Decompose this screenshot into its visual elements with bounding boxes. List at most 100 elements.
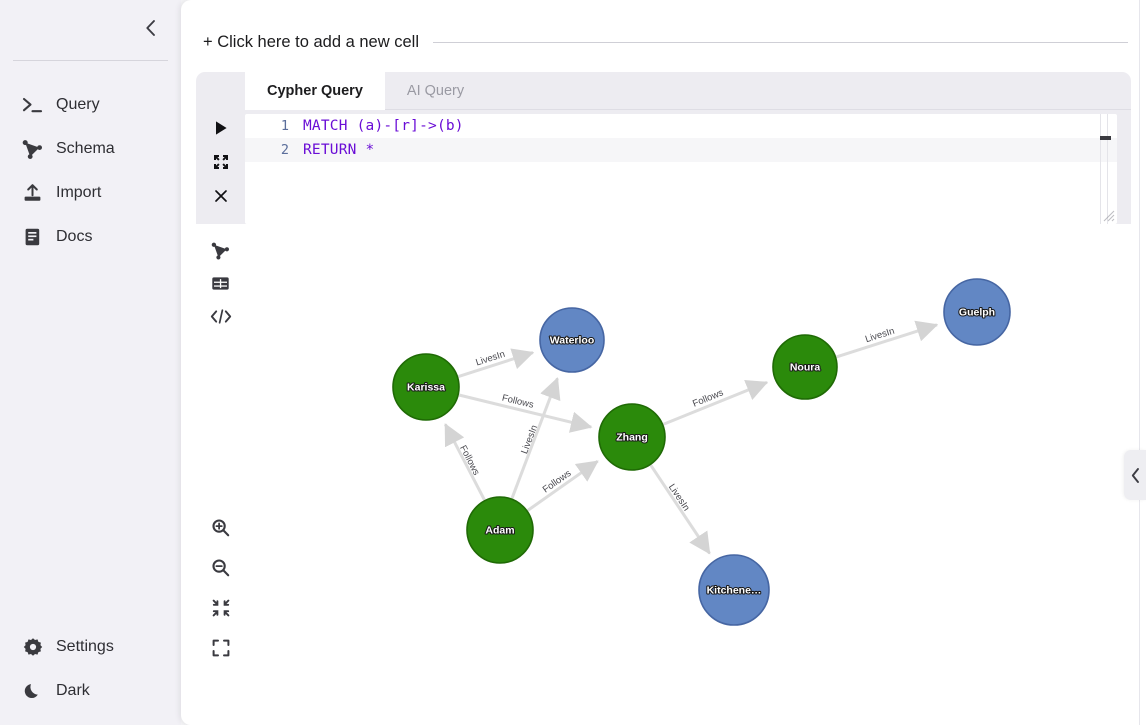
zoom-fit-button[interactable] [208,591,234,624]
code-editor[interactable]: 1 MATCH (a)-[r]->(b) 2 RETURN * [245,114,1117,224]
code-text: MATCH (a)-[r]->(b) [303,118,464,134]
graph-node-label: Adam [485,525,514,537]
graph-edge[interactable] [662,379,769,426]
graph-nodes-icon [22,139,43,160]
code-brackets-icon [210,309,231,324]
sidebar-item-label: Settings [56,638,114,655]
graph-node[interactable]: Noura [772,334,838,400]
graph-edge[interactable] [457,348,535,379]
graph-edge-label: Follows [457,444,482,478]
code-text: RETURN * [303,142,375,158]
table-icon [212,277,229,290]
gear-icon [22,637,43,658]
graph-node[interactable]: Kitchene… [698,554,770,626]
magnifier-plus-icon [212,519,230,537]
sidebar-nav: Query Schema [0,61,181,259]
code-line: 1 MATCH (a)-[r]->(b) [245,114,1117,138]
graph-edge[interactable] [443,423,486,501]
editor-scrollbar-thumb[interactable] [1100,136,1111,140]
notebook-cell: Cypher Query AI Query [196,72,1131,712]
graph-node-label: Noura [790,362,820,374]
graph-node-label: Waterloo [550,335,595,347]
tab-ai-query[interactable]: AI Query [384,72,487,110]
line-number: 2 [280,142,289,158]
sidebar-collapse-row [0,0,181,55]
sidebar-item-import[interactable]: Import [0,171,181,215]
run-query-button[interactable] [209,117,233,139]
magnifier-minus-icon [212,559,230,577]
right-panel-rail [1139,0,1146,725]
graph-node[interactable]: Guelph [943,278,1011,346]
zoom-toolbar [196,511,245,664]
graph-edge[interactable] [458,393,593,433]
sidebar-item-docs[interactable]: Docs [0,215,181,259]
right-panel-collapse-button[interactable] [1124,450,1146,500]
sidebar-divider [13,60,168,61]
graph-edge[interactable] [649,464,711,555]
graph-node[interactable]: Karissa [392,353,460,421]
sidebar-item-label: Docs [56,228,93,245]
query-editor-area: 1 MATCH (a)-[r]->(b) 2 RETURN * [196,110,1131,224]
sidebar-item-label: Schema [56,140,115,157]
sidebar-item-dark-mode[interactable]: Dark [0,669,181,713]
sidebar-item-query[interactable]: Query [0,83,181,127]
sidebar-item-label: Import [56,184,102,201]
graph-edge[interactable] [510,377,561,499]
sidebar-item-label: Query [56,96,100,113]
graph-node-circle[interactable] [466,496,534,564]
graph-node-circle[interactable] [598,403,666,471]
upload-icon [22,183,43,204]
graph-node[interactable]: Waterloo [539,307,605,373]
zoom-out-button[interactable] [208,551,234,584]
editor-scrollbar[interactable] [1100,114,1111,224]
zoom-in-button[interactable] [208,511,234,544]
editor-toolbar [196,110,245,224]
book-icon [22,227,43,248]
graph-node-label: Kitchene… [707,585,762,597]
editor-resize-grip[interactable] [1103,210,1115,222]
sidebar-item-settings[interactable]: Settings [0,625,181,669]
expand-cell-button[interactable] [209,151,233,173]
graph-node-label: Guelph [959,307,995,319]
code-view-button[interactable] [208,300,234,333]
graph-edges [443,320,939,555]
collapse-arrows-icon [212,599,229,616]
graph-node-label: Zhang [616,432,648,444]
fullscreen-button[interactable] [208,631,234,664]
results-toolbar [196,224,245,712]
left-sidebar: Query Schema [0,0,181,725]
graph-node-circle[interactable] [392,353,460,421]
graph-edge[interactable] [526,459,599,512]
expand-arrows-icon [213,155,228,169]
graph-node-label: Karissa [407,382,445,394]
main-panel: + Click here to add a new cell Cypher Qu… [181,0,1146,725]
add-cell-bar: + Click here to add a new cell [181,0,1146,58]
chevron-left-icon [145,19,155,36]
add-cell-divider [433,41,1128,43]
table-view-button[interactable] [208,267,234,300]
tab-cypher-query[interactable]: Cypher Query [245,72,385,110]
cell-tabs: Cypher Query AI Query [196,72,1131,110]
graph-node-circle[interactable] [772,334,838,400]
add-new-cell-button[interactable]: + Click here to add a new cell [203,32,419,51]
close-cell-button[interactable] [209,185,233,207]
code-line: 2 RETURN * [245,138,1117,162]
tabs-filler [486,72,1131,110]
graph-node-circle[interactable] [943,278,1011,346]
sidebar-collapse-button[interactable] [137,15,163,41]
line-number: 1 [280,118,289,134]
graph-node-circle[interactable] [698,554,770,626]
play-icon [215,121,227,135]
graph-node[interactable]: Zhang [598,403,666,471]
sidebar-item-schema[interactable]: Schema [0,127,181,171]
chevron-left-icon [1131,467,1139,483]
graph-node[interactable]: Adam [466,496,534,564]
graph-node-circle[interactable] [539,307,605,373]
graph-view-button[interactable] [208,234,234,267]
close-x-icon [214,190,227,202]
fullscreen-corners-icon [212,639,229,656]
graph-edge[interactable] [835,320,939,359]
